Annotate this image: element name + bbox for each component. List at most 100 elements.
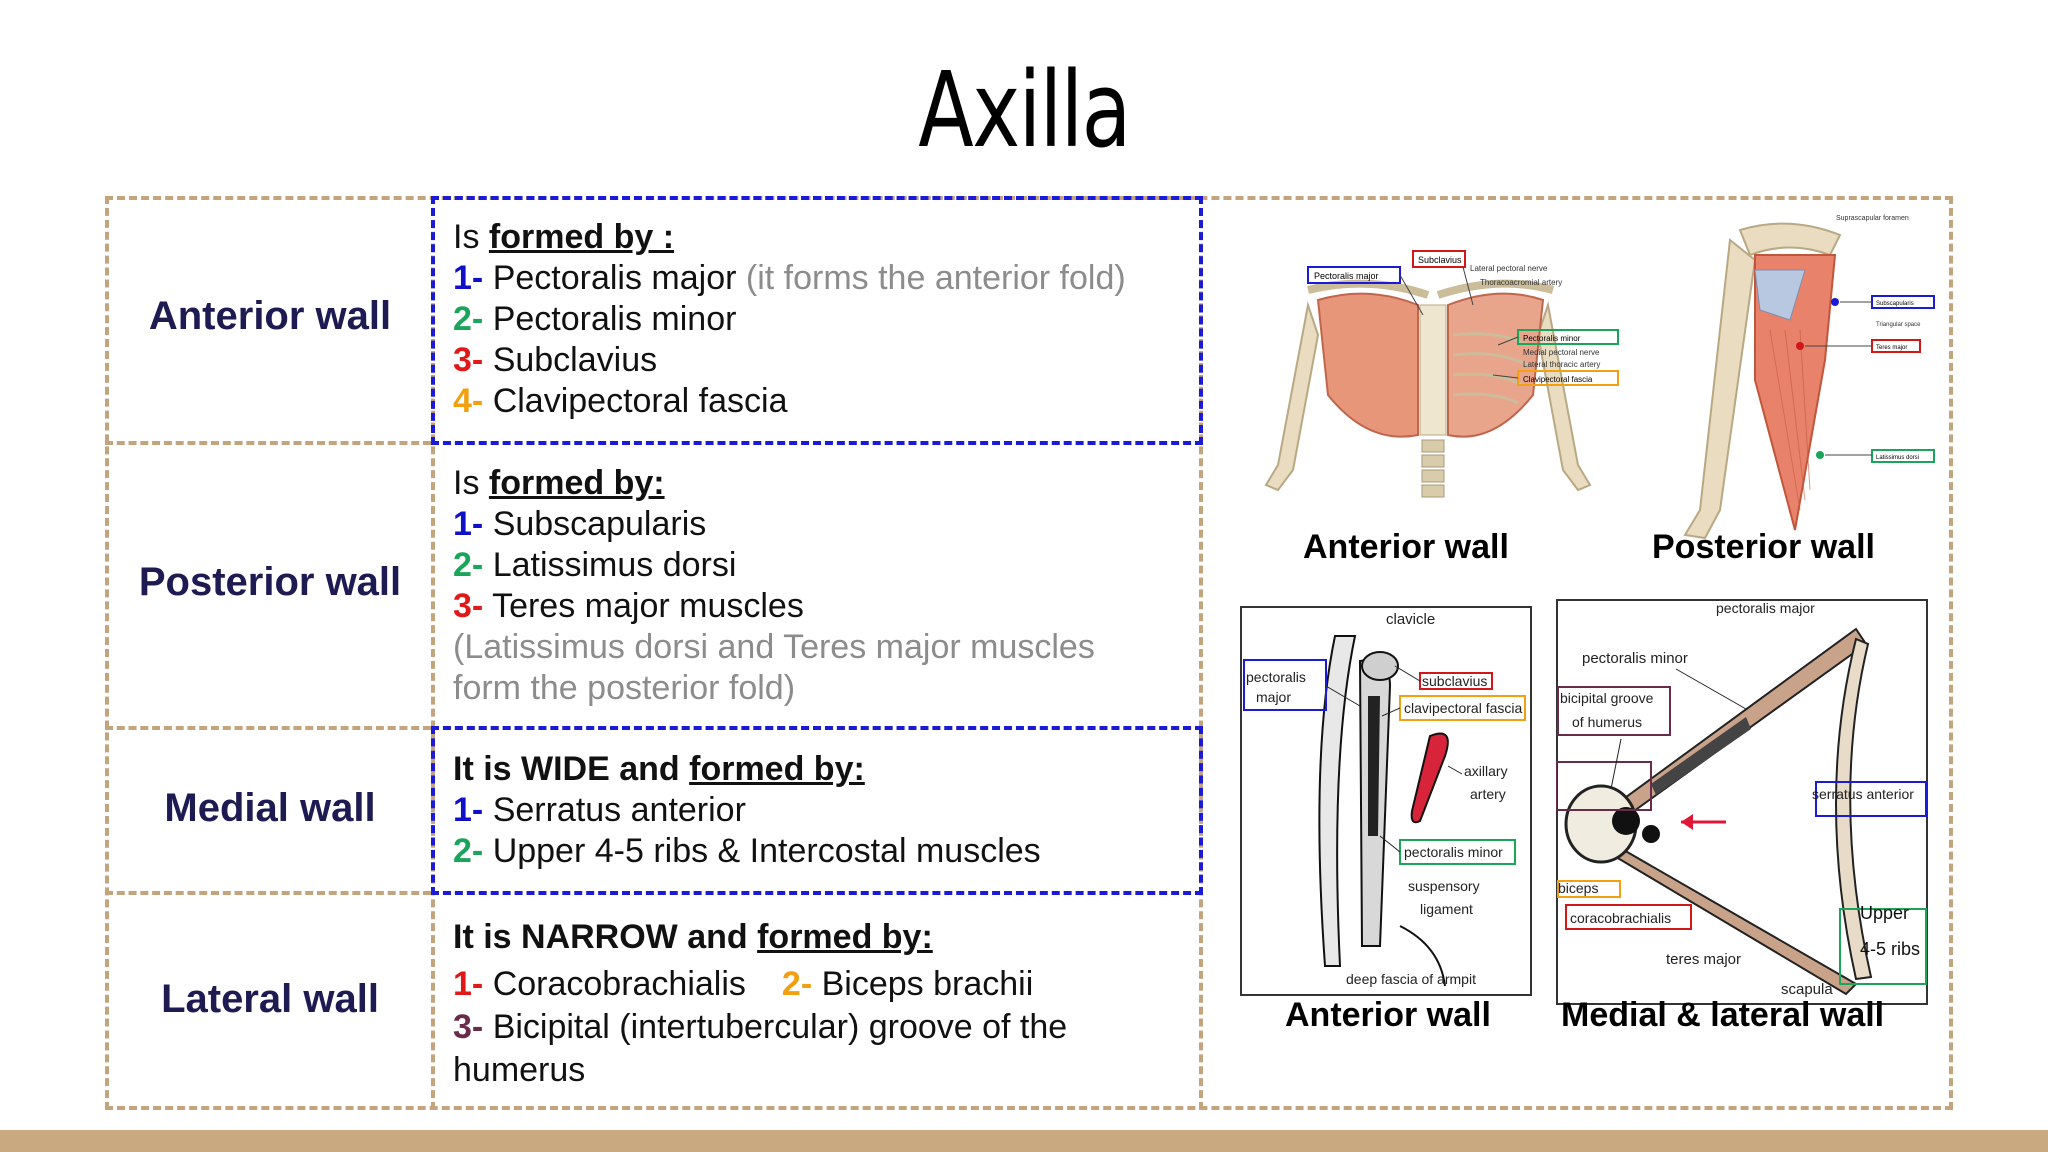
figure-label: Suprascapular foramen [1836, 215, 1909, 222]
formed-by-key: formed by: [689, 750, 865, 788]
medial-wall-label: Medial wall [164, 786, 376, 830]
figure-label: pectoralis [1246, 669, 1306, 685]
anterior-wall-diagram: clavicle pectoralis major subclavius cla… [1240, 606, 1532, 996]
figure-label: suspensory [1408, 878, 1480, 894]
divider [105, 441, 431, 445]
anterior-wall-illustration: Pectoralis major Subclavius Lateral pect… [1264, 250, 1619, 498]
figure-label: clavipectoral fascia [1404, 700, 1522, 716]
footer-bar [0, 1130, 2048, 1152]
intro-text: It is WIDE and [453, 750, 690, 788]
anterior-content: Is formed by : 1- Pectoralis major (it f… [453, 217, 1193, 422]
medial-content: It is WIDE and formed by: 1- Serratus an… [453, 749, 1193, 872]
figure-label: Clavipectoral fascia [1523, 375, 1593, 384]
figure-label: serratus anterior [1812, 786, 1914, 802]
item-number: 2- [781, 965, 813, 1003]
divider [1199, 196, 1203, 1110]
medial-highlight-box [431, 726, 1203, 895]
lateral-wall-label: Lateral wall [161, 977, 379, 1021]
marker-icon [1796, 342, 1804, 350]
arrow-icon [1681, 814, 1693, 830]
list-item: Serratus anterior [492, 791, 746, 829]
list-item: Upper 4-5 ribs & Intercostal muscles [492, 832, 1041, 870]
figure-label: biceps [1558, 880, 1598, 896]
figure-caption: Anterior wall [1285, 996, 1491, 1034]
item-number: 3- [453, 1008, 484, 1046]
figure-caption: Anterior wall [1303, 528, 1509, 566]
figure-label: pectoralis major [1716, 600, 1815, 616]
posterior-wall-label: Posterior wall [138, 560, 402, 604]
item-number: 2- [453, 300, 484, 338]
figure-label: 4-5 ribs [1860, 939, 1920, 959]
figure-label: major [1256, 689, 1291, 705]
figure-label: Pectoralis minor [1523, 334, 1581, 343]
formed-by-key: formed by : [488, 218, 675, 256]
lateral-content: It is NARROW and formed by: 1- Coracobra… [453, 916, 1193, 1092]
figure-label: pectoralis minor [1582, 650, 1688, 667]
item-number: 1- [453, 965, 484, 1003]
figure-label: scapula [1781, 981, 1833, 998]
item-note: (it forms the anterior fold) [745, 259, 1126, 297]
list-item: Pectoralis major [492, 259, 737, 297]
figure-label: clavicle [1386, 611, 1435, 628]
marker-icon [1816, 451, 1824, 459]
list-item: Teres major muscles [492, 587, 804, 625]
figure-label: axillary [1464, 763, 1508, 779]
anterior-wall-label: Anterior wall [148, 294, 392, 338]
formed-by-key: formed by: [488, 464, 665, 502]
marker-icon [1831, 298, 1839, 306]
intro-text: Is [453, 464, 489, 502]
figure-label: ligament [1420, 901, 1473, 917]
list-item: Coracobrachialis [492, 965, 746, 1003]
intro-text: It is NARROW and [453, 918, 758, 956]
figure-label: Triangular space [1876, 322, 1921, 328]
item-number: 3- [453, 341, 484, 379]
item-number: 3- [453, 587, 484, 625]
figure-label: Lateral pectoral nerve [1470, 264, 1548, 273]
list-item: Bicipital (intertubercular) groove of th… [492, 1008, 1068, 1046]
page-title: Axilla [918, 49, 1131, 171]
figure-label: teres major [1666, 951, 1741, 968]
list-item: Latissimus dorsi [492, 546, 737, 584]
anterior-highlight-box [431, 196, 1203, 445]
posterior-wall-illustration: Suprascapular foramen Subscapularis Tria… [1683, 215, 1935, 540]
list-item: Subclavius [492, 341, 658, 379]
figure-label: deep fascia of armpit [1346, 971, 1476, 987]
divider [431, 196, 435, 1110]
figure-label: bicipital groove [1560, 690, 1654, 706]
divider [105, 726, 431, 730]
item-number: 1- [453, 259, 484, 297]
posterior-note: (Latissimus dorsi and Teres major muscle… [453, 628, 1095, 666]
figure-label: Pectoralis major [1314, 271, 1379, 281]
list-item: Biceps brachii [821, 965, 1034, 1003]
posterior-content: Is formed by: 1- Subscapularis 2- Latiss… [453, 463, 1193, 709]
list-item-wrap: humerus [453, 1051, 586, 1089]
figure-label: Subscapularis [1876, 301, 1914, 307]
figure-label: Latissimus dorsi [1876, 455, 1919, 461]
figure-caption: Posterior wall [1652, 528, 1875, 566]
formed-by-key: formed by: [757, 918, 933, 956]
figure-label: Teres major [1876, 345, 1907, 351]
item-number: 1- [453, 505, 484, 543]
cross-section-diagram: pectoralis major pectoralis minor bicipi… [1556, 599, 1928, 1005]
figure-label: coracobrachialis [1570, 910, 1671, 926]
item-number: 1- [453, 791, 484, 829]
posterior-note: form the posterior fold) [453, 669, 796, 707]
figure-label: Upper [1860, 903, 1909, 923]
item-number: 2- [453, 832, 484, 870]
item-number: 2- [453, 546, 484, 584]
figure-label: Subclavius [1418, 255, 1462, 265]
intro-text: Is [453, 218, 489, 256]
figure-label: Thoracoacromial artery [1480, 278, 1562, 287]
figure-label: pectoralis minor [1404, 844, 1503, 860]
list-item: Pectoralis minor [492, 300, 737, 338]
item-number: 4- [453, 382, 484, 420]
figure-label: of humerus [1572, 714, 1642, 730]
figure-label: Medial pectoral nerve [1523, 348, 1600, 357]
figure-label: subclavius [1422, 673, 1487, 689]
figure-label: Lateral thoracic artery [1523, 360, 1600, 369]
divider [105, 891, 431, 895]
list-item: Clavipectoral fascia [492, 382, 788, 420]
list-item: Subscapularis [492, 505, 707, 543]
figure-label: artery [1470, 786, 1506, 802]
figure-caption: Medial & lateral wall [1561, 996, 1885, 1034]
